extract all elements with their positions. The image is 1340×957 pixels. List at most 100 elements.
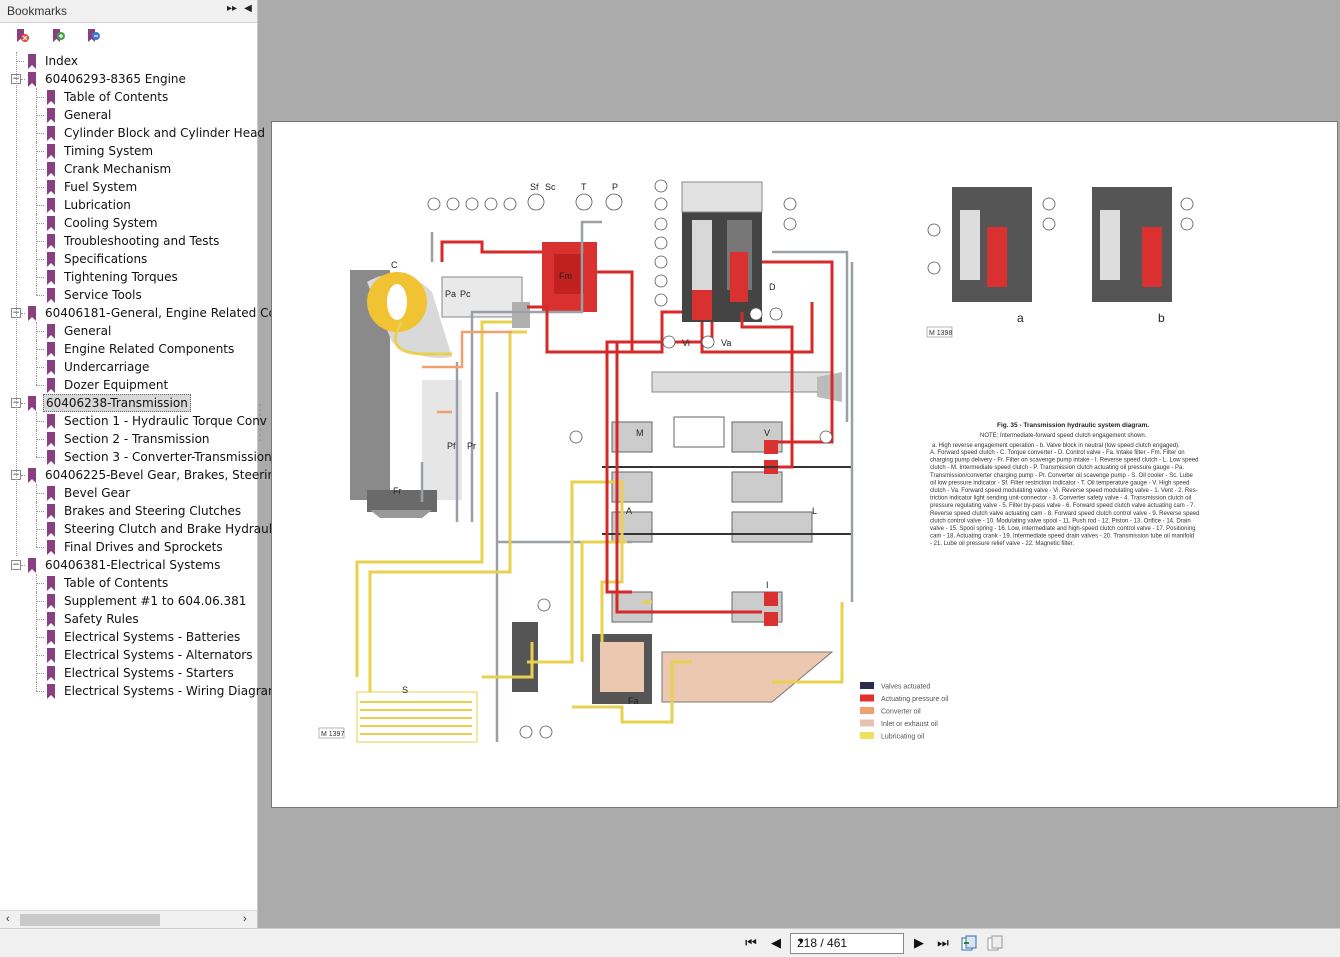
bookmark-label: Bevel Gear [64, 486, 131, 500]
bookmark-icon [47, 198, 55, 213]
bookmark-label: General [64, 108, 112, 122]
bookmark-item[interactable]: Supplement #1 to 604.06.381 [0, 592, 257, 610]
bookmark-group[interactable]: −60406381-Electrical Systems [0, 556, 257, 574]
scrollbar-thumb[interactable] [20, 914, 160, 926]
bookmark-icon [47, 216, 55, 231]
tree-connector [36, 637, 44, 638]
page-number-value: 218 / 461 [797, 936, 848, 950]
bookmark-group[interactable]: −60406238-Transmission [0, 394, 257, 412]
tree-connector [21, 475, 25, 476]
label-l: L [812, 506, 817, 516]
bookmark-item[interactable]: Undercarriage [0, 358, 257, 376]
delete-bookmark-icon[interactable] [14, 28, 30, 44]
tree-connector [36, 628, 37, 646]
bookmark-label: Service Tools [64, 288, 142, 302]
collapse-panel-icon[interactable]: ◀ [244, 3, 252, 14]
bookmark-label: Safety Rules [64, 612, 139, 626]
bookmarks-title: Bookmarks [7, 4, 68, 18]
tree-connector [36, 655, 44, 656]
page-number-select[interactable]: 218 / 461 ▼ [790, 933, 904, 954]
bookmark-item[interactable]: Tightening Torques [0, 268, 257, 286]
bookmark-item[interactable]: Electrical Systems - Wiring Diagram [0, 682, 280, 700]
bookmark-item[interactable]: Timing System [0, 142, 257, 160]
caption-line: charging pump delivery - Fr. Filter on s… [930, 458, 1198, 464]
bookmark-item[interactable]: Section 3 - Converter-Transmission [0, 448, 272, 466]
bookmark-group[interactable]: −60406181-General, Engine Related Cc [0, 304, 275, 322]
bookmark-item[interactable]: Section 2 - Transmission [0, 430, 257, 448]
bookmark-item[interactable]: Fuel System [0, 178, 257, 196]
bookmark-group[interactable]: −60406225-Bevel Gear, Brakes, Steerin [0, 466, 275, 484]
horizontal-scrollbar[interactable]: ‹ › [0, 910, 257, 929]
bookmark-item[interactable]: Crank Mechanism [0, 160, 257, 178]
bookmark-item[interactable]: Electrical Systems - Alternators [0, 646, 257, 664]
tree-connector [36, 133, 44, 134]
bookmark-item[interactable]: Cooling System [0, 214, 257, 232]
bookmark-item[interactable]: Service Tools [0, 286, 257, 304]
caption-line: pressure regulating valve - 5. Filter by… [930, 503, 1195, 509]
collapse-toggle-icon[interactable]: − [11, 560, 21, 570]
tree-connector [36, 115, 44, 116]
caption-line: clutch control valve - 10. Modulating va… [930, 518, 1191, 524]
add-bookmark-icon[interactable] [50, 28, 66, 44]
bookmark-label: Electrical Systems - Batteries [64, 630, 241, 644]
bookmark-item[interactable]: Specifications [0, 250, 257, 268]
bookmark-item[interactable]: Dozer Equipment [0, 376, 257, 394]
bookmarks-header: Bookmarks ▸▸ ◀ [0, 0, 257, 23]
bookmark-group[interactable]: Index [0, 52, 257, 70]
label-a: A [626, 506, 632, 516]
tree-connector [36, 277, 44, 278]
bookmark-item[interactable]: Lubrication [0, 196, 257, 214]
first-page-button[interactable]: ⏮ [745, 935, 757, 950]
bookmark-item[interactable]: Safety Rules [0, 610, 257, 628]
label-pa: Pa [445, 289, 456, 299]
options-icon[interactable]: ▸▸ [226, 3, 238, 14]
bookmark-item[interactable]: Cylinder Block and Cylinder Head [0, 124, 265, 142]
previous-view-icon[interactable] [960, 934, 978, 952]
tree-connector [36, 457, 44, 458]
bookmark-item[interactable]: Electrical Systems - Batteries [0, 628, 257, 646]
bookmark-icon [47, 162, 55, 177]
converter-oil-lines [422, 330, 512, 414]
tree-connector [36, 547, 44, 548]
tree-connector [16, 52, 17, 556]
bookmark-item[interactable]: Electrical Systems - Starters [0, 664, 257, 682]
tree-connector [36, 205, 44, 206]
bookmark-item[interactable]: Table of Contents [0, 88, 257, 106]
bookmark-item[interactable]: Engine Related Components [0, 340, 257, 358]
bookmark-item[interactable]: Table of Contents [0, 574, 257, 592]
bookmark-item[interactable]: Steering Clutch and Brake Hydrauli [0, 520, 275, 538]
bookmark-item[interactable]: Troubleshooting and Tests [0, 232, 257, 250]
scroll-left-icon[interactable]: ‹ [6, 913, 10, 925]
tree-connector [36, 583, 44, 584]
bookmark-item[interactable]: Brakes and Steering Clutches [0, 502, 257, 520]
next-page-button[interactable]: ▶ [914, 935, 924, 950]
previous-page-button[interactable]: ◀ [771, 935, 781, 950]
bookmark-properties-icon[interactable] [85, 28, 101, 44]
last-page-button[interactable]: ⏭ [937, 935, 949, 950]
bookmark-item[interactable]: Section 1 - Hydraulic Torque Conv [0, 412, 267, 430]
panel-splitter[interactable] [258, 400, 262, 450]
caption-line: - 21. Lube oil pressure relief valve - 2… [930, 541, 1074, 547]
tree-connector [36, 322, 37, 340]
bookmark-group[interactable]: −60406293-8365 Engine [0, 70, 257, 88]
caption-line: Transmission/converter charging pump - P… [930, 473, 1194, 479]
tree-connector [36, 142, 37, 160]
bookmark-item[interactable]: Final Drives and Sprockets [0, 538, 257, 556]
tree-connector [36, 367, 44, 368]
tree-connector [36, 682, 37, 691]
tree-connector [36, 610, 37, 628]
bookmark-label: Final Drives and Sprockets [64, 540, 223, 554]
next-view-icon[interactable] [986, 934, 1004, 952]
tree-connector [36, 187, 44, 188]
bookmark-icon [28, 306, 36, 321]
navigation-bar: ⏮ ◀ 218 / 461 ▼ ▶ ⏭ [0, 928, 1340, 957]
bookmark-item[interactable]: General [0, 322, 257, 340]
scroll-right-icon[interactable]: › [243, 913, 247, 925]
oil-manifold [512, 622, 538, 692]
bookmark-label: 60406181-General, Engine Related Cc [45, 306, 276, 320]
chevron-down-icon[interactable]: ▼ [797, 937, 805, 946]
bookmark-item[interactable]: Bevel Gear [0, 484, 257, 502]
bookmark-item[interactable]: General [0, 106, 257, 124]
caption-line: oil low pressure indicator - Sf. Filter … [930, 480, 1189, 486]
